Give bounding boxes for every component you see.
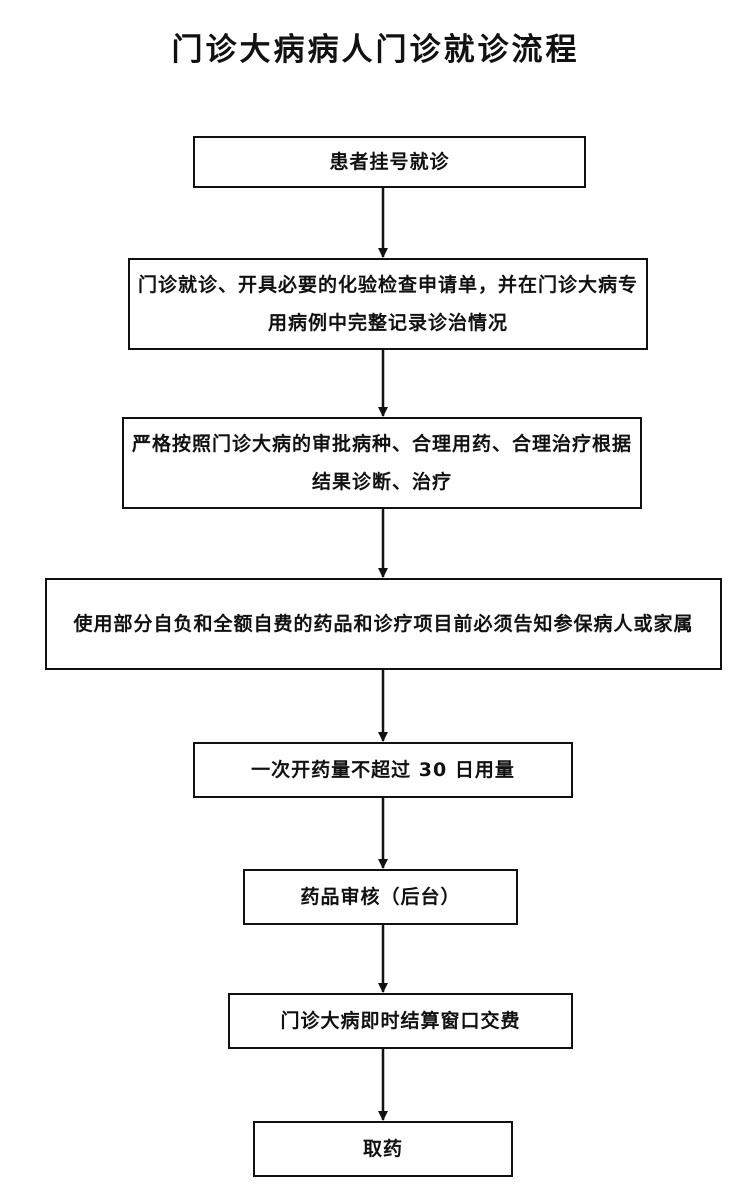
step-pick-up-medicine: 取药: [253, 1121, 513, 1177]
step-label: 患者挂号就诊: [329, 151, 450, 173]
step-label: 药品审核（后台）: [300, 886, 461, 908]
step-label: 一次开药量不超过 30 日用量: [251, 759, 515, 781]
step-self-pay-notice: 使用部分自负和全额自费的药品和诊疗项目前必须告知参保病人或家属: [45, 578, 722, 670]
step-outpatient-consultation: 门诊就诊、开具必要的化验检查申请单，并在门诊大病专用病例中完整记录诊治情况: [128, 258, 648, 350]
step-label: 使用部分自负和全额自费的药品和诊疗项目前必须告知参保病人或家属: [73, 613, 694, 635]
step-label: 取药: [362, 1138, 403, 1160]
step-settlement-payment: 门诊大病即时结算窗口交费: [228, 993, 573, 1049]
step-drug-review: 药品审核（后台）: [243, 869, 518, 925]
step-diagnosis-treatment: 严格按照门诊大病的审批病种、合理用药、合理治疗根据结果诊断、治疗: [122, 417, 642, 509]
step-register-visit: 患者挂号就诊: [193, 136, 586, 188]
step-dosage-limit: 一次开药量不超过 30 日用量: [193, 742, 573, 798]
step-label: 门诊就诊、开具必要的化验检查申请单，并在门诊大病专用病例中完整记录诊治情况: [137, 274, 638, 334]
page-title: 门诊大病病人门诊就诊流程: [171, 32, 580, 68]
step-label: 严格按照门诊大病的审批病种、合理用药、合理治疗根据结果诊断、治疗: [131, 433, 632, 493]
step-label: 门诊大病即时结算窗口交费: [280, 1010, 521, 1032]
